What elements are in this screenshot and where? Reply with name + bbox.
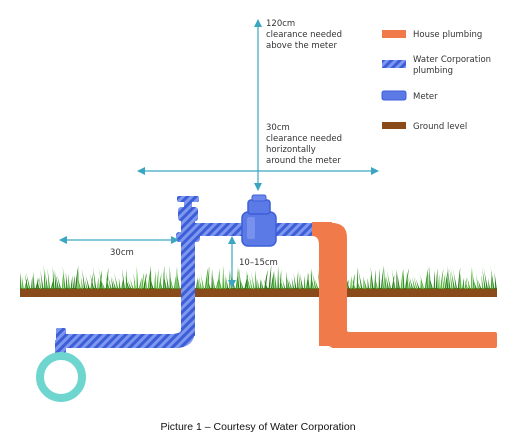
label-horizontal-line2: clearance needed — [266, 134, 342, 144]
label-horizontal-line3: horizontally — [266, 145, 316, 155]
water-meter — [241, 194, 277, 247]
label-horizontal-line1: 30cm — [266, 123, 290, 133]
ground-level-strip — [20, 288, 497, 297]
house-pipe — [312, 222, 497, 348]
legend-label-ground: Ground level — [413, 122, 467, 132]
label-horizontal-line4: around the meter — [266, 156, 341, 166]
connection-ring — [36, 352, 86, 402]
label-depth: 10–15cm — [239, 258, 278, 268]
legend-label-house: House plumbing — [413, 30, 482, 40]
legend-swatch-house — [382, 30, 406, 38]
legend-label-water-corp-2: plumbing — [413, 66, 453, 76]
legend-label-meter: Meter — [413, 92, 438, 102]
legend-swatch-water-corp — [382, 60, 406, 68]
label-above-line1: 120cm — [266, 19, 295, 29]
water-corporation-pipe — [55, 196, 316, 356]
legend: House plumbing Water Corporation plumbin… — [381, 30, 491, 132]
grass — [20, 265, 497, 289]
label-above-line3: above the meter — [266, 41, 337, 51]
figure-caption: Picture 1 – Courtesy of Water Corporatio… — [160, 421, 355, 433]
label-above-line2: clearance needed — [266, 30, 342, 40]
legend-swatch-ground — [382, 122, 406, 129]
legend-label-water-corp-1: Water Corporation — [413, 55, 491, 65]
label-left-clearance: 30cm — [110, 248, 134, 258]
legend-swatch-meter — [381, 90, 407, 101]
